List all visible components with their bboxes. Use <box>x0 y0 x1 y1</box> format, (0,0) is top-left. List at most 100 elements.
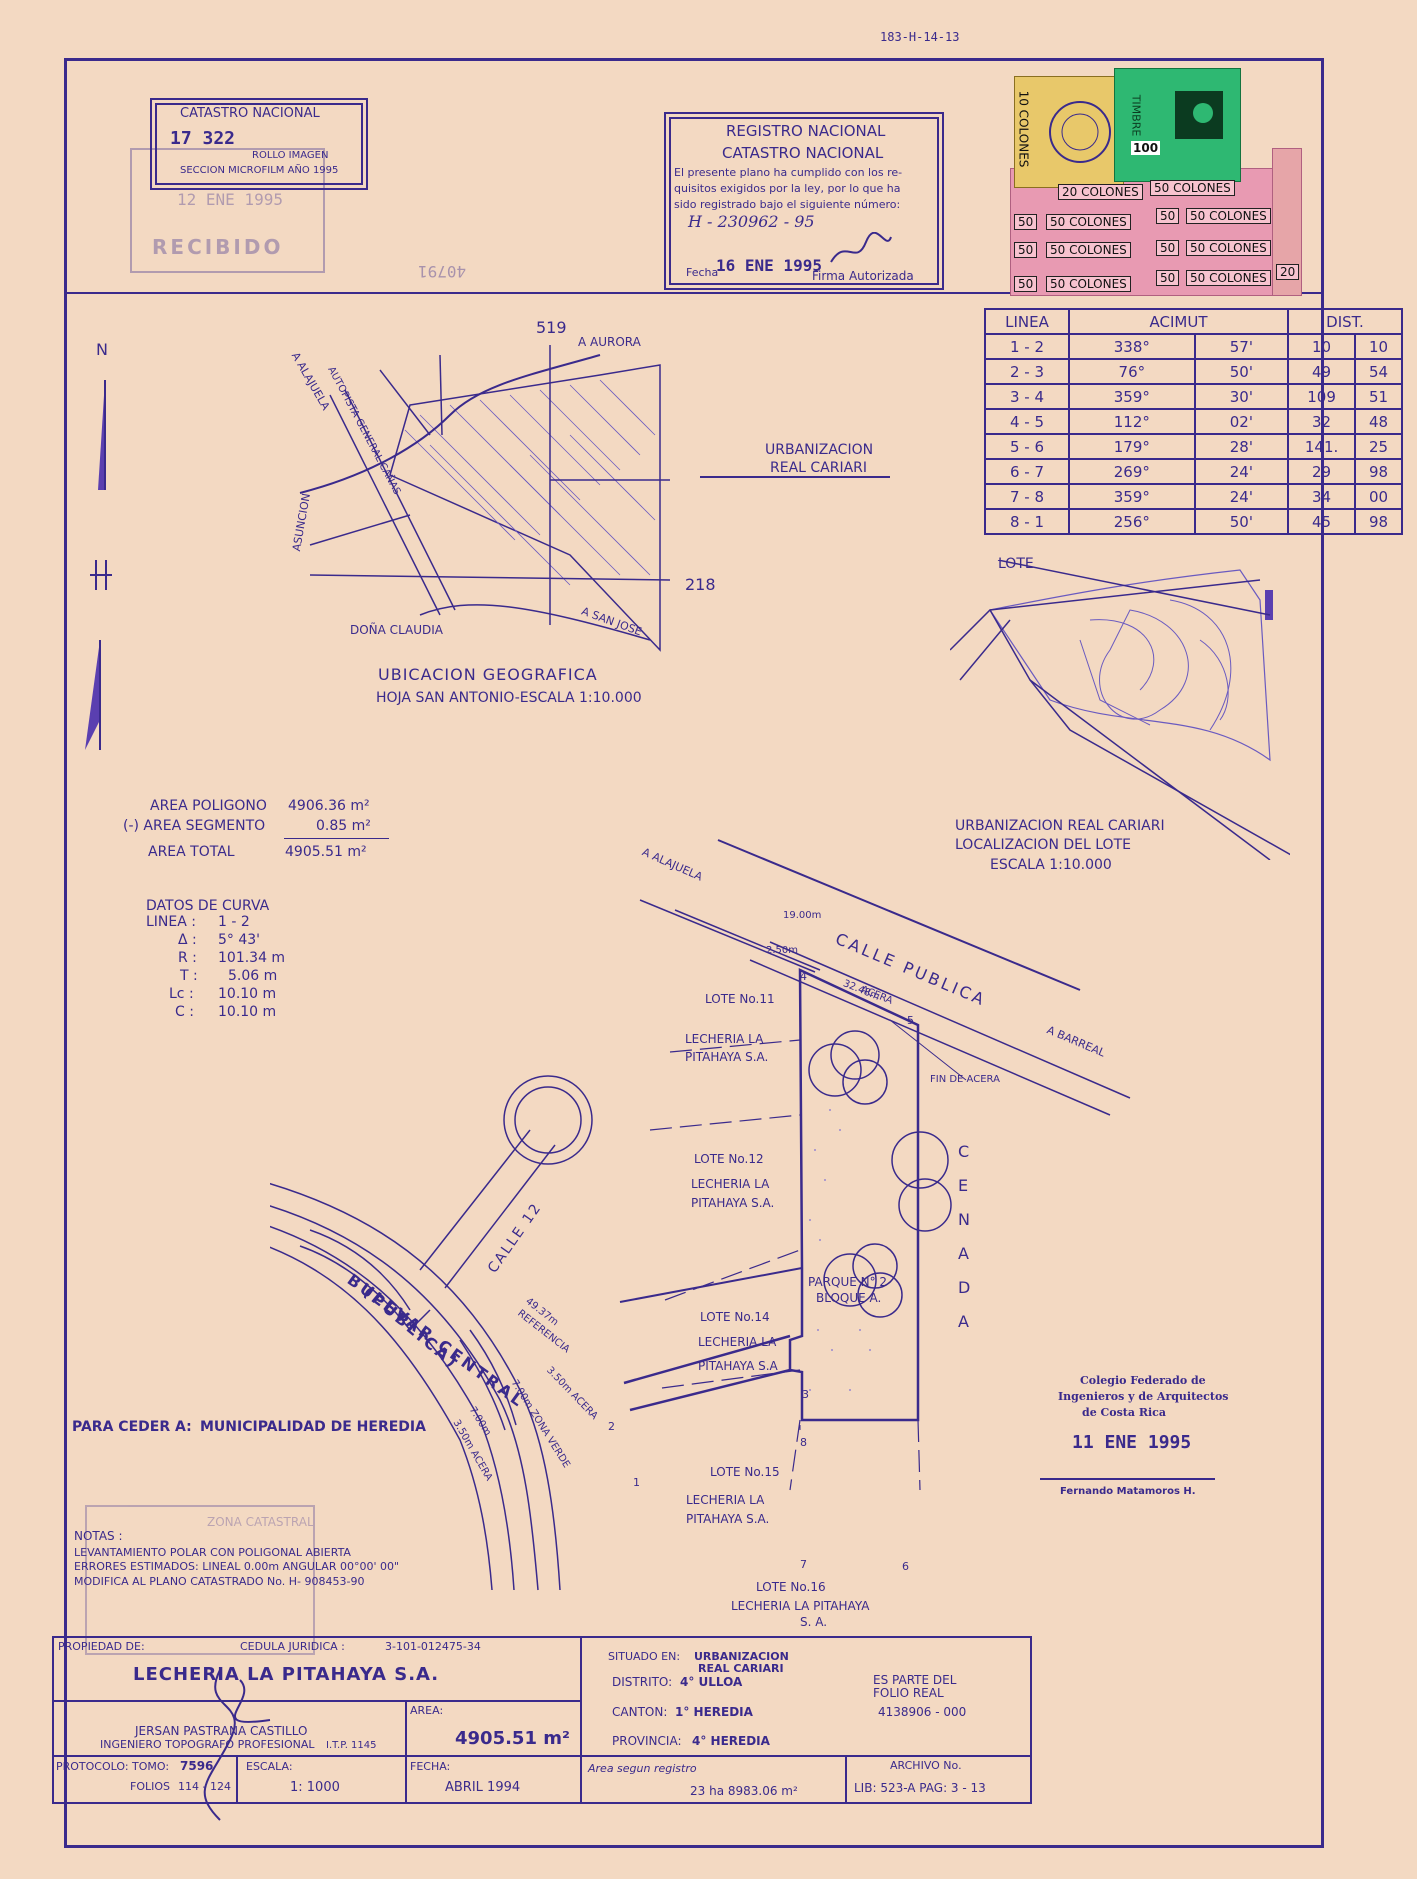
azimuth-dist-m: 32 <box>1286 408 1357 435</box>
plan-lote11-a: LECHERIA LA <box>685 1032 764 1046</box>
stamp-20-label: 20 COLONES <box>1058 184 1143 200</box>
stamp-50-label-b: 50 COLONES <box>1046 214 1131 230</box>
azimuth-dist-cm: 54 <box>1354 358 1403 385</box>
tb-div-main <box>580 1636 582 1804</box>
fiscal-stamps: 10 COLONES TIMBRE 100 20 COLONES 50 COLO… <box>1010 68 1310 298</box>
azimuth-dist-cm: 00 <box>1354 483 1403 510</box>
recibido-stamp: 12 ENE 1995 RECIBIDO <box>130 148 325 273</box>
curva-linea-value: 1 - 2 <box>218 914 250 930</box>
stamp-timbre-green: TIMBRE 100 <box>1114 68 1241 182</box>
tb-folios-label: FOLIOS <box>130 1780 170 1793</box>
stamp-seal-icon <box>1049 101 1111 163</box>
tb-parte-2: FOLIO REAL <box>873 1686 944 1700</box>
plan-lote16-b: S. A. <box>800 1615 828 1629</box>
plan-d19: 19.00m <box>783 910 822 921</box>
colegio-name: Fernando Matamoros H. <box>1060 1486 1196 1497</box>
colegio-date: 11 ENE 1995 <box>1072 1432 1192 1453</box>
azimuth-dist-m: 49 <box>1286 358 1357 385</box>
lote-map-title2: LOCALIZACION DEL LOTE <box>955 837 1131 853</box>
curva-lc-value: 10.10 m <box>218 986 277 1002</box>
title-block <box>52 1636 1032 1804</box>
azimuth-linea: 1 - 2 <box>984 333 1070 360</box>
registro-body2: quisitos exigidos por la ley, por lo que… <box>674 182 901 195</box>
plan-point-8: 8 <box>800 1436 807 1449</box>
tb-registro-value: 23 ha 8983.06 m² <box>690 1784 798 1798</box>
stamp-50-label-a: 50 COLONES <box>1150 180 1235 196</box>
area-poligono-label: AREA POLIGONO <box>150 798 267 814</box>
recibido-date: 12 ENE 1995 <box>177 190 283 209</box>
area-segmento-label: (-) AREA SEGMENTO <box>123 818 266 834</box>
tb-tomo: 7596 <box>180 1759 214 1773</box>
plan-point-7: 7 <box>800 1558 807 1571</box>
plan-frame <box>64 58 1324 1848</box>
azimuth-min: 28' <box>1193 433 1290 460</box>
tb-fecha: ABRIL 1994 <box>445 1780 521 1795</box>
colegio-line2: Ingenieros y de Arquitectos <box>1058 1390 1229 1403</box>
azimuth-deg: 179° <box>1068 433 1196 460</box>
area-poligono-value: 4906.36 m² <box>288 798 370 814</box>
lote-map-title1: URBANIZACION REAL CARIARI <box>955 818 1165 834</box>
tb-propiedad-label: PROPIEDAD DE: <box>58 1640 145 1653</box>
tb-row2 <box>52 1755 1032 1757</box>
azimuth-dist-m: 29 <box>1286 458 1357 485</box>
registro-fecha: 16 ENE 1995 <box>716 256 822 275</box>
plan-parque-2: BLOQUE A. <box>816 1291 882 1305</box>
plan-lote12-b: PITAHAYA S.A. <box>691 1196 775 1210</box>
map-urb-1: URBANIZACION <box>765 442 874 458</box>
plan-lote11: LOTE No.11 <box>705 992 775 1006</box>
tb-div-archivo <box>845 1755 847 1804</box>
curva-c-value: 10.10 m <box>218 1004 277 1020</box>
stamp-50-label-f: 50 COLONES <box>1046 276 1131 292</box>
stamp-timbre-label: TIMBRE <box>1129 94 1143 137</box>
plan-point-3: 3 <box>802 1388 809 1401</box>
registro-line1: REGISTRO NACIONAL <box>726 122 886 140</box>
plan-lote15-b: PITAHAYA S.A. <box>686 1512 770 1526</box>
catastro-title: CATASTRO NACIONAL <box>180 106 320 121</box>
col-acimut: ACIMUT <box>1068 308 1289 335</box>
lote-map-title3: ESCALA 1:10.000 <box>990 857 1112 873</box>
azimuth-dist-m: 34 <box>1286 483 1357 510</box>
azimuth-deg: 112° <box>1068 408 1196 435</box>
plan-point-5: 5 <box>907 1014 914 1027</box>
map-grid-19: 519 <box>536 318 567 337</box>
plan-point-1: 1 <box>633 1476 640 1489</box>
tb-parte-1: ES PARTE DEL <box>873 1673 957 1687</box>
azimuth-linea: 2 - 3 <box>984 358 1070 385</box>
stamp-10-label: 10 COLONES <box>1016 90 1031 168</box>
plan-lote16: LOTE No.16 <box>756 1580 826 1594</box>
col-linea: LINEA <box>984 308 1070 335</box>
area-total-value: 4905.51 m² <box>285 844 367 860</box>
tb-area-value: 4905.51 m² <box>455 1728 570 1749</box>
tb-surveyor: JERSAN PASTRANA CASTILLO <box>135 1724 308 1738</box>
tb-distrito-label: DISTRITO: <box>612 1675 673 1689</box>
tb-escala-label: ESCALA: <box>246 1760 293 1773</box>
location-map <box>299 345 671 652</box>
area-segmento-value: 0.85 m² <box>316 818 371 834</box>
tb-div-escala <box>236 1755 238 1804</box>
registro-firma: Firma Autorizada <box>812 269 914 283</box>
plan-lote14-a: LECHERIA LA <box>698 1335 777 1349</box>
colegio-line1: Colegio Federado de <box>1080 1374 1206 1387</box>
notas-line3: MODIFICA AL PLANO CATASTRADO No. H- 9084… <box>74 1575 365 1588</box>
tb-escala: 1: 1000 <box>290 1780 340 1795</box>
registro-line2: CATASTRO NACIONAL <box>722 144 884 162</box>
tb-folios: 114 - 124 <box>178 1780 231 1793</box>
stamp-50-label-g: 50 COLONES <box>1186 270 1271 286</box>
plan-point-2: 2 <box>608 1420 615 1433</box>
azimuth-min: 02' <box>1193 408 1290 435</box>
lote-location-map <box>950 560 1290 860</box>
colegio-signature-line <box>1040 1478 1215 1480</box>
plan-lote11-b: PITAHAYA S.A. <box>685 1050 769 1064</box>
catastro-seccion: SECCION MICROFILM AÑO 1995 <box>180 165 339 176</box>
ceder-label: PARA CEDER A: <box>72 1419 192 1435</box>
azimuth-min: 24' <box>1193 458 1290 485</box>
plan-point-6: 6 <box>902 1560 909 1573</box>
tb-protocolo-label: PROTOCOLO: TOMO: <box>56 1760 170 1773</box>
catastro-number: 17 322 <box>170 128 236 149</box>
registro-fecha-label: Fecha <box>686 266 719 279</box>
